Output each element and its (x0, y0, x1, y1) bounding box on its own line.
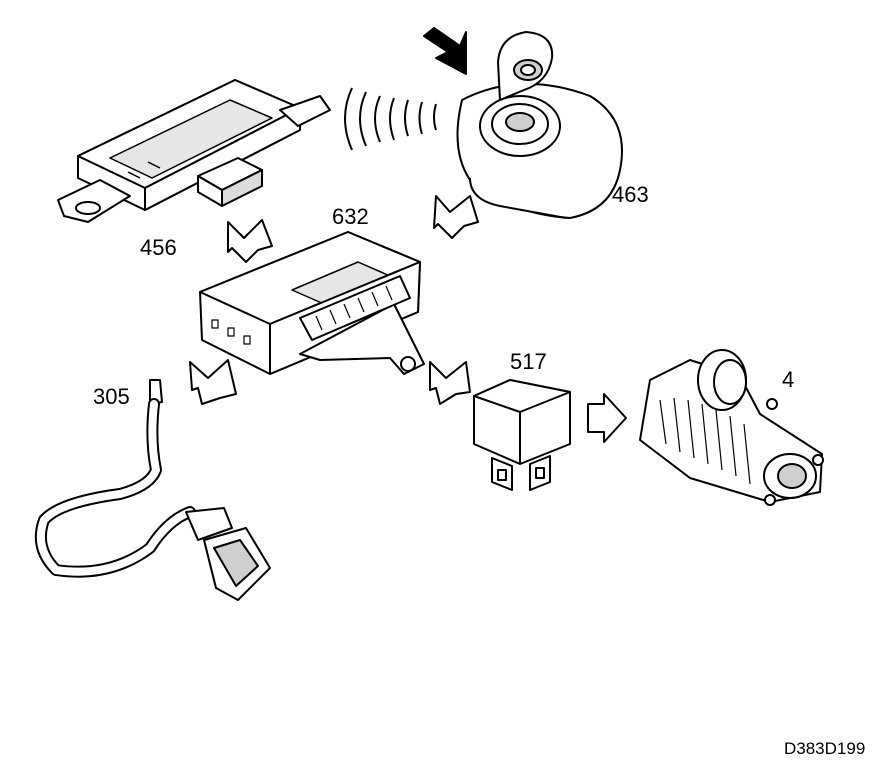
label-transmitter: 456 (140, 235, 177, 260)
control-module (199, 231, 425, 375)
label-control-module: 632 (332, 204, 369, 229)
ignition-switch (456, 31, 623, 219)
figure-reference: D383D199 (784, 739, 866, 758)
label-starter-motor: 4 (782, 367, 795, 392)
radio-waves-icon (344, 87, 437, 151)
label-ignition-switch: 463 (612, 182, 649, 207)
label-relay: 517 (510, 349, 547, 374)
flow-arrow-icon (189, 195, 627, 443)
label-sensor: 305 (93, 384, 130, 409)
starter-motor (639, 349, 824, 506)
sensor-harness (35, 379, 271, 601)
signal-arrow-icon (423, 27, 467, 75)
relay (473, 379, 571, 491)
receiver-module (57, 79, 331, 223)
